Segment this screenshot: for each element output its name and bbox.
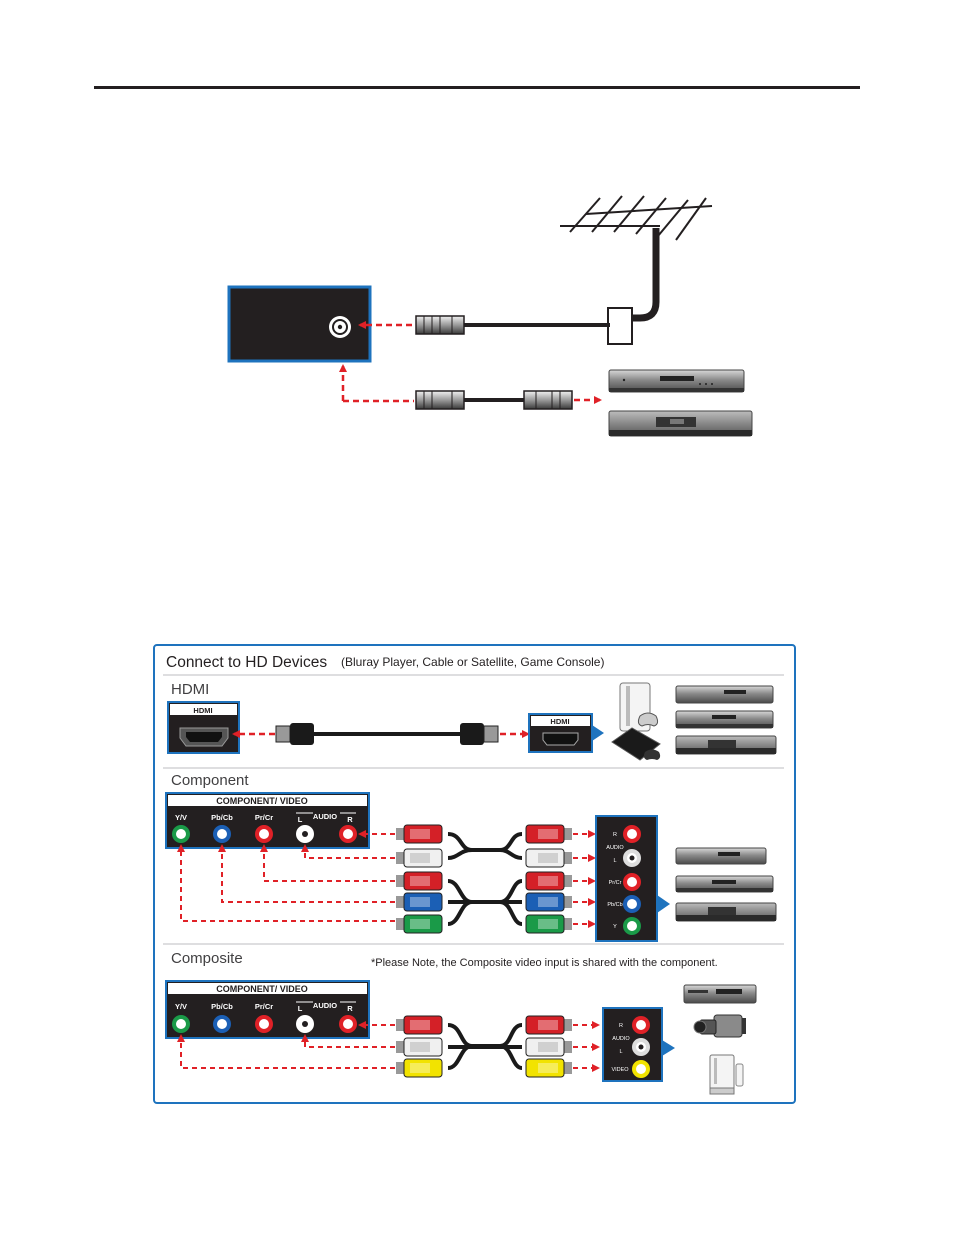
jack-pb-icon	[213, 825, 231, 843]
jack-audio-r-icon	[339, 825, 357, 843]
jack-pr-icon	[623, 873, 641, 891]
jack-label: Pr/Cr	[255, 1002, 273, 1011]
component-signal-paths	[177, 830, 596, 928]
jack-label: Y	[613, 924, 617, 930]
jack-pr-icon	[255, 825, 273, 843]
section-component-label: Component	[171, 772, 249, 789]
rf-diagram	[227, 195, 753, 437]
jack-y-icon	[172, 825, 190, 843]
jack-label: AUDIO	[313, 812, 337, 821]
panel-subtitle: (Bluray Player, Cable or Satellite, Game…	[341, 655, 604, 669]
section-composite-label: Composite	[171, 950, 243, 967]
satellite-receiver-icon	[608, 410, 753, 437]
splitter-icon	[607, 307, 633, 345]
jack-video-icon	[632, 1060, 650, 1078]
tv-composite-panel: COMPONENT/ VIDEO Y/V Pb/Cb Pr/Cr L AUDIO…	[165, 980, 370, 1039]
jack-label: Pb/Cb	[211, 813, 233, 822]
satellite-receiver-icon	[675, 902, 777, 922]
coax-connector-icon	[523, 390, 573, 410]
device-component-panel: R AUDIO L Pr/Cr Pb/Cb Y	[595, 815, 670, 942]
jack-label: AUDIO	[606, 845, 624, 851]
jack-label: R	[619, 1023, 623, 1029]
jack-label: R	[347, 1004, 353, 1013]
bluray-player-icon	[675, 685, 774, 704]
game-console-icon	[619, 682, 659, 732]
jack-label: Pb/Cb	[211, 1002, 233, 1011]
cable-box-icon	[608, 369, 745, 393]
jack-label: VIDEO	[611, 1067, 629, 1073]
section-hdmi-label: HDMI	[171, 681, 209, 698]
jack-label: Pb/Cb	[607, 902, 622, 908]
hdmi-cable-icon	[275, 723, 499, 745]
device-composite-panel: R AUDIO L VIDEO	[602, 1007, 675, 1082]
jack-label: L	[298, 1004, 303, 1013]
jack-audio-r-icon	[632, 1016, 650, 1034]
jack-y-icon	[172, 1015, 190, 1033]
composite-note: *Please Note, the Composite video input …	[371, 957, 718, 969]
jack-label: AUDIO	[313, 1001, 337, 1010]
jack-label: R	[613, 832, 617, 838]
jack-label: Pr/Cr	[255, 813, 273, 822]
device-hdmi-panel: HDMI	[528, 713, 604, 753]
jack-label: L	[613, 858, 616, 864]
jack-pr-icon	[255, 1015, 273, 1033]
satellite-receiver-icon	[675, 735, 777, 755]
jack-label: Y/V	[175, 1002, 187, 1011]
jack-label: AUDIO	[612, 1036, 630, 1042]
composite-header: COMPONENT/ VIDEO	[216, 984, 308, 994]
jack-label: L	[619, 1049, 622, 1055]
panel-title: Connect to HD Devices	[166, 654, 327, 671]
coax-connector-icon	[415, 390, 465, 410]
game-console-icon	[611, 727, 661, 761]
component-header: COMPONENT/ VIDEO	[216, 796, 308, 806]
component-cable-bundle-icon	[396, 824, 572, 934]
camcorder-icon	[693, 1014, 746, 1038]
cable-box-icon	[675, 710, 774, 729]
vcr-icon	[683, 984, 757, 1004]
tv-hdmi-label: HDMI	[193, 706, 212, 715]
device-hdmi-label: HDMI	[550, 717, 569, 726]
jack-y-icon	[623, 917, 641, 935]
jack-label: L	[298, 815, 303, 824]
jack-label: Pr/Cr	[609, 880, 622, 886]
game-console-icon	[709, 1054, 744, 1095]
bluray-player-icon	[675, 847, 767, 865]
cable-box-icon	[675, 875, 774, 893]
tv-hdmi-panel: HDMI	[167, 701, 240, 754]
coax-connector-icon	[415, 315, 465, 335]
composite-signal-paths	[177, 1021, 600, 1072]
top-rule	[94, 86, 860, 89]
hd-devices-panel: Connect to HD Devices (Bluray Player, Ca…	[153, 644, 796, 1104]
composite-cable-bundle-icon	[396, 1015, 572, 1078]
tv-component-panel: COMPONENT/ VIDEO Y/V Pb/Cb Pr/Cr L AUDIO…	[165, 792, 370, 849]
hdmi-port-icon	[179, 727, 229, 747]
antenna-icon	[560, 195, 713, 241]
rf-input-jack-icon	[329, 316, 351, 338]
jack-audio-r-icon	[339, 1015, 357, 1033]
jack-pb-icon	[213, 1015, 231, 1033]
jack-audio-r-icon	[623, 825, 641, 843]
jack-pb-icon	[623, 895, 641, 913]
jack-label: Y/V	[175, 813, 187, 822]
jack-label: R	[347, 815, 353, 824]
